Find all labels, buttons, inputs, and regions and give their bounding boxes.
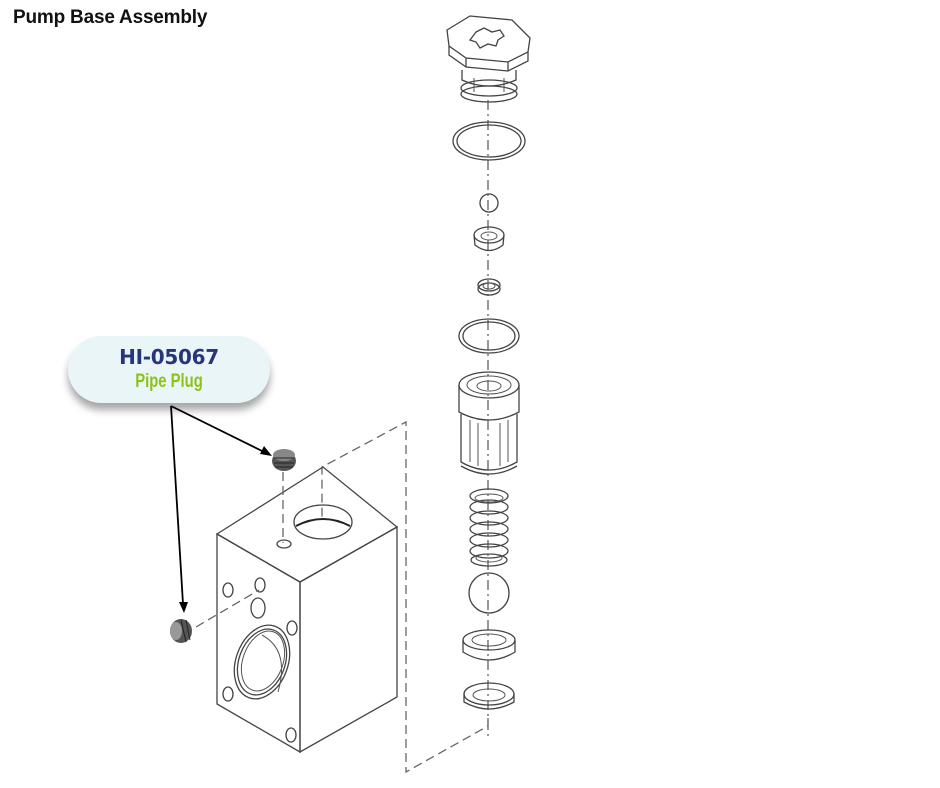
spring — [469, 488, 509, 567]
part-number: HI-05067 — [119, 345, 219, 369]
pipe-plug-top — [272, 449, 296, 471]
arrow-to-top-plug — [170, 405, 265, 453]
small-ball — [479, 193, 499, 213]
hex-cap — [446, 15, 531, 103]
large-ball — [468, 572, 510, 614]
valve-cage — [458, 371, 520, 475]
arrow-to-side-plug — [170, 405, 184, 605]
valve-cage-top — [473, 226, 505, 252]
o-ring-large-top — [452, 121, 526, 161]
side-plug-guide — [195, 589, 260, 628]
o-ring-middle — [458, 318, 520, 354]
callout-arrows — [170, 405, 272, 613]
small-seat — [477, 278, 501, 296]
valve-seat — [462, 629, 516, 661]
pump-base-block — [215, 466, 399, 754]
part-callout: HI-05067 Pipe Plug — [68, 336, 270, 403]
seat-retainer — [463, 682, 515, 710]
part-description: Pipe Plug — [135, 371, 203, 392]
assembly-guide-line — [321, 420, 489, 774]
pipe-plug-side — [170, 619, 192, 643]
page-title: Pump Base Assembly — [13, 7, 208, 28]
